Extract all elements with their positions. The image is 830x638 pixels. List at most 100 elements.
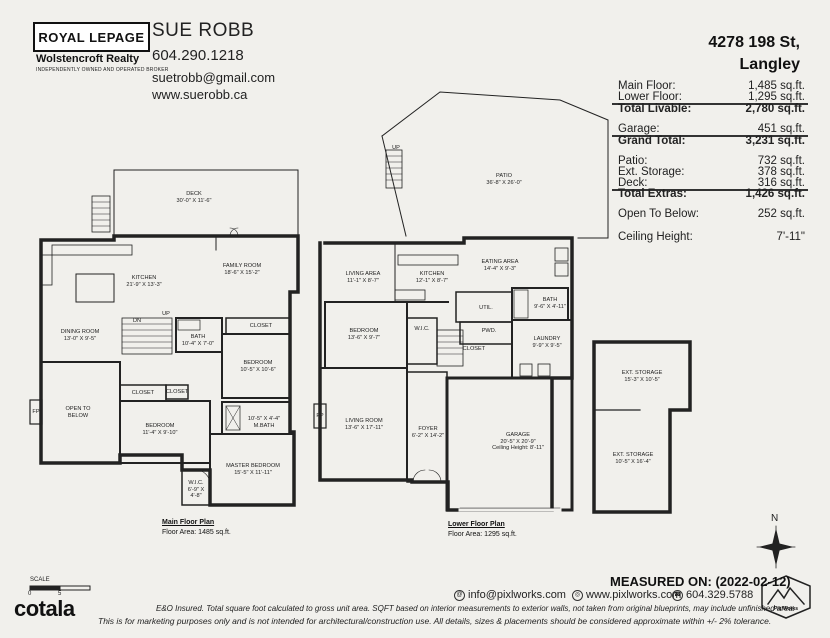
area-label: Deck: bbox=[618, 177, 648, 189]
room-name: LIVING ROOM bbox=[345, 418, 383, 424]
globe-icon: ◎ bbox=[572, 589, 583, 601]
room-name: DINING ROOM bbox=[60, 329, 100, 335]
agent-email[interactable]: suetrobb@gmail.com bbox=[152, 70, 276, 85]
room-dim: 10'-4" x 7'-0" bbox=[181, 340, 215, 347]
room-closet-label: CLOSET bbox=[249, 323, 273, 329]
room-wic-label: W.I.C.6'-9" x 4'-8" bbox=[183, 480, 209, 500]
contact-web[interactable]: ◎www.pixlworks.com bbox=[572, 589, 681, 601]
room-name: DECK bbox=[186, 191, 202, 197]
contact-phone-text: 604.329.5788 bbox=[686, 589, 754, 601]
contact-email[interactable]: @info@pixlworks.com bbox=[454, 589, 566, 601]
ext-storage-outline bbox=[592, 340, 692, 514]
measured-date: (2022-02-12) bbox=[715, 574, 791, 589]
agent-website[interactable]: www.suerobb.ca bbox=[152, 87, 248, 102]
agent-name: SUE ROBB bbox=[152, 20, 255, 41]
room-name: BATH bbox=[542, 297, 558, 303]
room-dim: 9'-6" x 4'-11" bbox=[534, 303, 566, 310]
scale-label: SCALE bbox=[30, 577, 50, 583]
phone-icon: ☎ bbox=[672, 589, 683, 601]
room-name: BATH bbox=[190, 334, 206, 340]
scale-zero: 0 bbox=[28, 591, 32, 597]
deck-outline bbox=[113, 169, 299, 237]
room-open-below-label: OPEN TO BELOW bbox=[65, 406, 91, 419]
area-label: Lower Floor: bbox=[618, 91, 682, 103]
room-dim: 18'-6" x 15'-2" bbox=[224, 269, 260, 276]
area-value: 732 sq.ft. bbox=[757, 155, 805, 167]
area-label: Patio: bbox=[618, 155, 648, 167]
room-name: MASTER BEDROOM bbox=[226, 463, 280, 469]
room-dim: 12'-1" x 8'-7" bbox=[415, 277, 449, 284]
property-street: 4278 198 St, bbox=[708, 34, 800, 51]
room-dim: 10'-5" x 10'-6" bbox=[240, 366, 276, 373]
property-city: Langley bbox=[739, 56, 800, 73]
area-label: Open To Below: bbox=[618, 208, 699, 220]
area-value: 2,780 sq.ft. bbox=[745, 103, 805, 115]
area-value: 316 sq.ft. bbox=[757, 177, 805, 189]
room-name: GARAGE bbox=[506, 432, 530, 438]
agent-phone[interactable]: 604.290.1218 bbox=[152, 47, 244, 64]
compass-rose bbox=[756, 525, 796, 569]
laundry-room bbox=[511, 319, 573, 379]
scale-bar bbox=[29, 585, 91, 591]
cotala-logo: cotala bbox=[14, 596, 75, 621]
stairs-down-label: DN bbox=[132, 318, 142, 324]
bedroom-right bbox=[221, 333, 291, 399]
room-dim: 10'-5" x 4'-4" bbox=[247, 416, 281, 422]
room-name: KITCHEN bbox=[131, 275, 157, 281]
room-dim: 13'-6" x 9'-7" bbox=[347, 334, 381, 341]
room-dim: 15'-5" x 11'-11" bbox=[234, 469, 272, 476]
area-label: Grand Total: bbox=[618, 135, 686, 147]
area-label: Total Livable: bbox=[618, 103, 692, 115]
contact-web-text: www.pixlworks.com bbox=[586, 589, 682, 601]
contact-phone[interactable]: ☎604.329.5788 bbox=[672, 589, 753, 601]
lower-floor-area: Floor Area: 1295 sq.ft. bbox=[448, 531, 517, 538]
room-dim: 11'-1" x 8'-7" bbox=[347, 277, 379, 284]
area-value: 252 sq.ft. bbox=[757, 208, 805, 220]
brokerage-tagline: INDEPENDENTLY OWNED AND OPERATED BROKER bbox=[36, 67, 169, 73]
room-name: PATIO bbox=[496, 173, 512, 179]
area-label: Garage: bbox=[618, 123, 660, 135]
room-dim: 14'-4" x 9'-3" bbox=[483, 265, 517, 272]
divider bbox=[612, 135, 808, 137]
room-dim: 15'-3" x 10'-5" bbox=[624, 376, 660, 383]
room-closet-label: CLOSET bbox=[131, 390, 155, 396]
room-closet-label: CLOSET bbox=[166, 389, 189, 395]
room-name: BEDROOM bbox=[145, 423, 175, 429]
pixlworks-logo bbox=[761, 575, 811, 619]
room-dim: 36'-8" x 26'-0" bbox=[486, 179, 522, 186]
lower-floor-title: Lower Floor Plan bbox=[448, 521, 505, 528]
room-dim: 13'-0" x 9'-5" bbox=[63, 335, 97, 342]
room-wic-label: W.I.C. bbox=[414, 326, 430, 332]
patio-stairs-up-label: UP bbox=[392, 145, 400, 151]
room-name: W.I.C. bbox=[188, 480, 204, 486]
room-name: BEDROOM bbox=[349, 328, 379, 334]
room-dim: 10'-5" x 16'-4" bbox=[615, 458, 651, 465]
room-dim: 21'-9" x 13'-3" bbox=[126, 281, 162, 288]
disclaimer-line-1: E&O Insured. Total square foot calculate… bbox=[156, 604, 796, 613]
room-name: FOYER bbox=[418, 426, 438, 432]
area-label: Ceiling Height: bbox=[618, 231, 693, 243]
room-name: M.BATH bbox=[253, 422, 275, 429]
room-dim: 6'-9" x 4'-8" bbox=[187, 486, 205, 500]
area-value: 378 sq.ft. bbox=[757, 166, 805, 178]
disclaimer-line-2: This is for marketing purposes only and … bbox=[98, 616, 772, 626]
area-value: 1,426 sq.ft. bbox=[745, 188, 805, 200]
room-note: Ceiling Height: 8'-11" bbox=[492, 445, 544, 451]
main-floor-area: Floor Area: 1485 sq.ft. bbox=[162, 529, 231, 536]
room-dim: 9'-9" x 9'-5" bbox=[532, 342, 562, 349]
room-pwd-label: PWD. bbox=[481, 328, 497, 334]
kitchen-island bbox=[75, 273, 115, 303]
brokerage-name: Wolstencroft Realty bbox=[36, 53, 140, 65]
